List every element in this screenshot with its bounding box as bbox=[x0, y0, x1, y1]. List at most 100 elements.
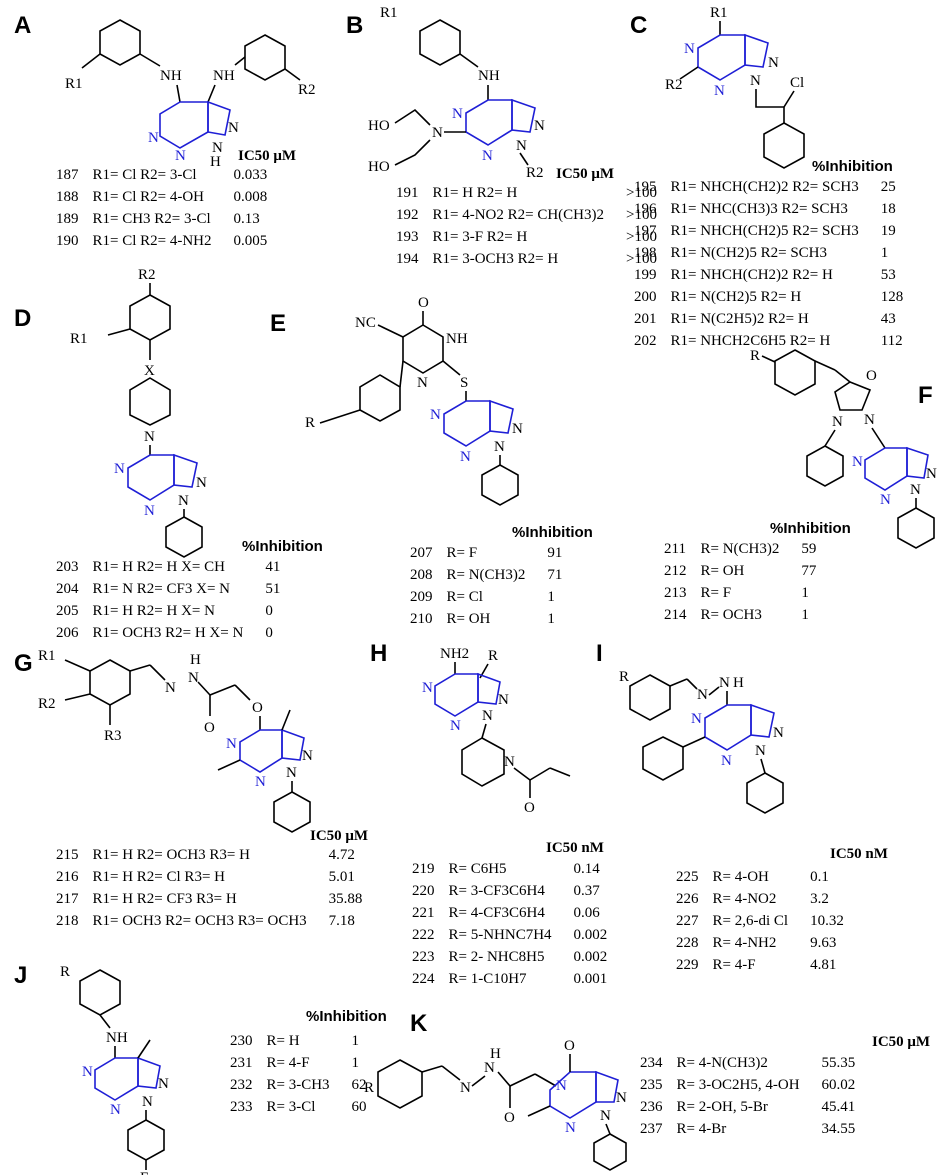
table-cell: 211 bbox=[664, 541, 686, 557]
structure-i: R N N H N N N N bbox=[619, 669, 784, 814]
atom-o: O bbox=[524, 800, 535, 816]
table-header-e: %Inhibition bbox=[512, 524, 593, 541]
table-cell: 59 bbox=[801, 541, 817, 557]
table-cell: 55.35 bbox=[821, 1055, 856, 1071]
table-cell: R= OCH3 bbox=[700, 607, 762, 623]
table-cell: R= 3-Cl bbox=[266, 1099, 316, 1115]
atom-r: R bbox=[60, 964, 70, 980]
atom-ho: HO bbox=[368, 159, 390, 175]
atom-r2: R2 bbox=[298, 82, 316, 98]
panel-label-f: F bbox=[918, 382, 933, 409]
table-cell: >100 bbox=[626, 207, 657, 223]
table-cell: 60.02 bbox=[821, 1077, 856, 1093]
table-cell: R1= NHCH2C6H5 R2= H bbox=[670, 333, 831, 349]
atom-r3: R3 bbox=[104, 728, 122, 744]
table-cell: R= 4-F bbox=[266, 1055, 310, 1071]
atom-r: R bbox=[750, 348, 760, 364]
table-header-f: %Inhibition bbox=[770, 520, 851, 537]
table-cell: 53 bbox=[880, 267, 896, 283]
table-cell: R1= H R2= H X= CH bbox=[92, 559, 225, 575]
atom-n: N bbox=[165, 680, 176, 696]
atom-r2: R2 bbox=[138, 267, 156, 283]
atom-o: O bbox=[204, 720, 215, 736]
atom-n: N bbox=[482, 708, 493, 724]
table-cell: R1= H R2= Cl R3= H bbox=[92, 869, 225, 885]
table-cell: 201 bbox=[634, 311, 657, 327]
atom-n: N bbox=[512, 421, 523, 437]
table-cell: 0.1 bbox=[810, 869, 829, 885]
table-cell: R1= OCH3 R2= H X= N bbox=[92, 625, 244, 641]
table-header-j: %Inhibition bbox=[306, 1008, 387, 1025]
table-cell: 35.88 bbox=[328, 891, 363, 907]
table-cell: R= C6H5 bbox=[448, 861, 507, 877]
table-cell: R1= CH3 R2= 3-Cl bbox=[92, 211, 211, 227]
atom-n: N bbox=[498, 692, 509, 708]
table-cell: 19 bbox=[880, 223, 896, 239]
table-cell: 0.001 bbox=[573, 971, 608, 987]
atom-n: N bbox=[768, 55, 779, 71]
table-cell: 4.81 bbox=[810, 957, 837, 973]
table-cell: R1= Cl R2= 4-NH2 bbox=[92, 233, 212, 249]
table-cell: 1 bbox=[880, 245, 889, 261]
table-cell: 0.06 bbox=[573, 905, 600, 921]
table-cell: 189 bbox=[56, 211, 79, 227]
table-cell: 5.01 bbox=[328, 869, 355, 885]
table-cell: 25 bbox=[880, 179, 896, 195]
atom-n: N bbox=[432, 125, 443, 141]
table-cell: 208 bbox=[410, 567, 433, 583]
table-cell: 1 bbox=[801, 585, 809, 601]
table-cell: R= 2-OH, 5-Br bbox=[676, 1099, 768, 1115]
atom-n: N bbox=[565, 1120, 576, 1136]
table-cell: 207 bbox=[410, 545, 433, 561]
atom-n: N bbox=[430, 407, 441, 423]
atom-o: O bbox=[564, 1038, 575, 1054]
table-cell: R= 5-NHNC7H4 bbox=[448, 927, 552, 943]
atom-r2: R2 bbox=[665, 77, 683, 93]
table-cell: R1= N(C2H5)2 R2= H bbox=[670, 311, 809, 327]
table-cell: R= N(CH3)2 bbox=[446, 567, 526, 583]
atom-n: N bbox=[142, 1094, 153, 1110]
table-cell: 229 bbox=[676, 957, 699, 973]
table-cell: R1= Cl R2= 3-Cl bbox=[92, 167, 197, 183]
table-cell: 1 bbox=[547, 611, 555, 627]
structure-c: R1 N N N N R2 Cl bbox=[665, 5, 805, 169]
table-cell: R1= H R2= H bbox=[432, 185, 518, 201]
panel-label-b: B bbox=[346, 12, 364, 39]
structure-j: R NH N N N N F bbox=[60, 964, 169, 1175]
table-cell: 204 bbox=[56, 581, 79, 597]
atom-n: N bbox=[484, 1060, 495, 1076]
table-cell: R1= Cl R2= 4-OH bbox=[92, 189, 205, 205]
table-header-k: IC50 μM bbox=[872, 1034, 931, 1050]
table-cell: 236 bbox=[640, 1099, 663, 1115]
atom-nh2: NH2 bbox=[440, 646, 469, 662]
table-cell: R= 2,6-di Cl bbox=[712, 913, 789, 929]
table-cell: R1= NHCH(CH2)2 R2= SCH3 bbox=[670, 179, 859, 195]
table-cell: >100 bbox=[626, 229, 657, 245]
atom-r: R bbox=[488, 648, 498, 664]
atom-n: N bbox=[691, 711, 702, 727]
atom-n: N bbox=[450, 718, 461, 734]
panel-label-d: D bbox=[14, 305, 32, 332]
atom-n: N bbox=[422, 680, 433, 696]
table-cell: 217 bbox=[56, 891, 79, 907]
atom-o: O bbox=[504, 1110, 515, 1126]
atom-n: N bbox=[228, 120, 239, 136]
table-cell: 41 bbox=[265, 559, 281, 575]
